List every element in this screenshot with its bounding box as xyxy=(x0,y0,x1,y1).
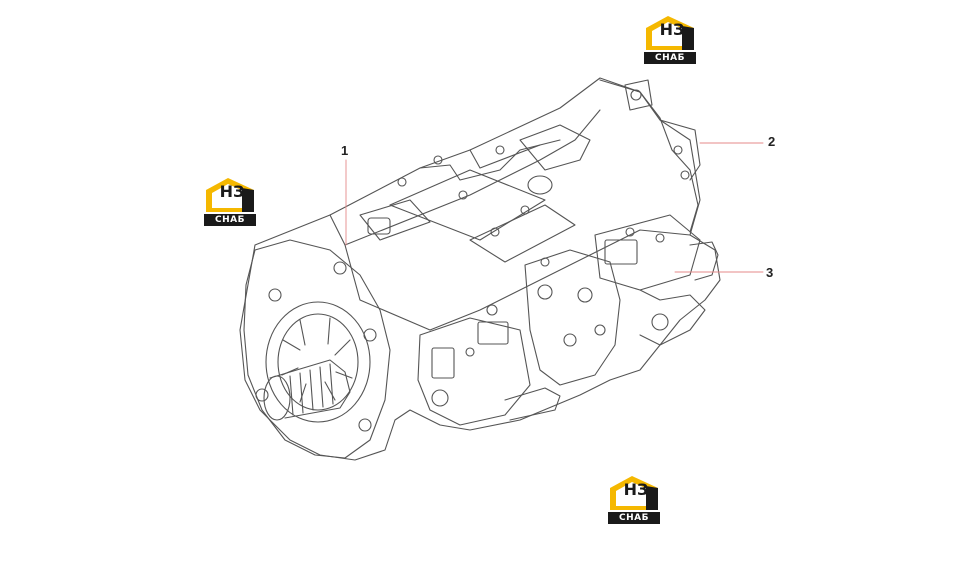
front-flange xyxy=(243,239,391,459)
watermark-brand-text: НЗ xyxy=(659,19,685,39)
top-covers xyxy=(359,124,591,263)
watermark-brand-text: НЗ xyxy=(219,181,245,201)
callout-3: 3 xyxy=(766,265,774,280)
watermark-brand-text: НЗ xyxy=(623,479,649,499)
watermark-logo: НЗ СНАБ xyxy=(606,474,662,524)
watermark-logo: НЗ СНАБ xyxy=(642,14,698,64)
leader-lines xyxy=(345,142,764,273)
splined-shaft xyxy=(263,359,351,421)
watermark-tag-text: СНАБ xyxy=(215,215,245,225)
watermark-tag-text: СНАБ xyxy=(619,513,649,523)
watermark-tag-text: СНАБ xyxy=(655,53,685,63)
regulator-block-right xyxy=(524,214,719,386)
regulator-block-left xyxy=(417,304,561,426)
rear-flange xyxy=(599,79,701,233)
callout-1: 1 xyxy=(341,143,349,158)
watermark-logo: НЗ СНАБ xyxy=(202,176,258,226)
callout-2: 2 xyxy=(768,134,776,149)
